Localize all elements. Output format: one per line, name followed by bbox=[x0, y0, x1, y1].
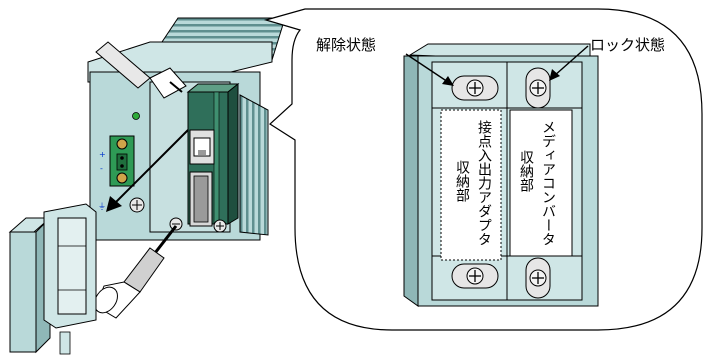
latch-locked-bottom bbox=[525, 257, 551, 299]
ethernet-port-icon bbox=[189, 129, 215, 165]
contact-io-adapter-bay bbox=[440, 109, 502, 261]
screwdriver-top-icon bbox=[95, 41, 187, 99]
removed-cover bbox=[8, 203, 97, 355]
locked-state-label: ロック状態 bbox=[590, 36, 665, 54]
terminal-block bbox=[109, 135, 135, 187]
device-overview: + - ⏚ bbox=[8, 17, 286, 355]
arrowhead-icon bbox=[106, 196, 122, 212]
media-converter-bay bbox=[509, 109, 573, 257]
media-converter-label: メディアコンバータ bbox=[540, 120, 556, 246]
ground-sign: ⏚ bbox=[98, 202, 106, 211]
media-converter-storage-label: 収納部 bbox=[518, 150, 534, 192]
locked-pointer-arrow bbox=[553, 45, 589, 77]
latch-locked-top bbox=[525, 67, 551, 109]
arrowhead-icon bbox=[442, 76, 454, 86]
screwdriver-bottom-icon bbox=[94, 225, 178, 319]
terminal-screw-icon bbox=[116, 172, 128, 184]
side-vent bbox=[239, 94, 269, 236]
status-led-icon bbox=[132, 112, 140, 120]
removal-arrow bbox=[113, 129, 189, 205]
zoom-callout: 解除状態 ロック状態 接点入出力アダプタ 収納部 メディアコンバータ 収納部 bbox=[263, 8, 703, 331]
unlocked-state-label: 解除状態 bbox=[316, 36, 376, 54]
minus-sign: - bbox=[100, 164, 103, 173]
contact-io-storage-label: 収納部 bbox=[454, 160, 470, 202]
contact-io-adapter-label: 接点入出力アダプタ bbox=[476, 119, 492, 246]
unlocked-pointer-arrow bbox=[405, 53, 449, 83]
terminal-screw-icon bbox=[116, 138, 128, 150]
plus-sign: + bbox=[99, 150, 106, 159]
adapter-slot bbox=[189, 171, 213, 227]
latch-unlocked-bottom bbox=[451, 263, 499, 289]
arrowhead-icon bbox=[549, 69, 560, 81]
latch-unlocked-top bbox=[451, 75, 499, 101]
